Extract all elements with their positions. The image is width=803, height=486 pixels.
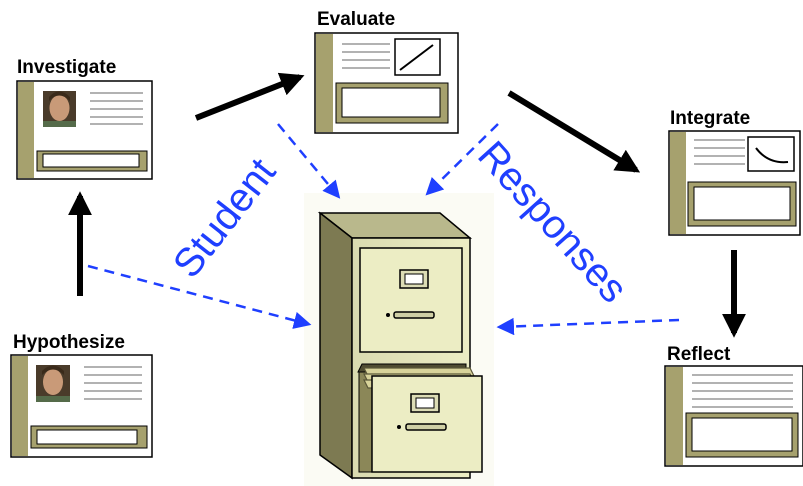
hypothesize-title: Hypothesize <box>13 332 125 353</box>
integrate-card <box>668 130 801 236</box>
investigate-title: Investigate <box>17 57 117 78</box>
integrate-title: Integrate <box>670 108 751 129</box>
evaluate-card <box>314 32 459 134</box>
arrow-investigate-to-cabinet <box>277 123 341 199</box>
arrow-investigate-to-evaluate <box>194 72 305 121</box>
student-portrait-icon <box>43 91 76 127</box>
arrow-hypothesize-to-cabinet <box>87 264 312 329</box>
hypothesize-card <box>10 354 153 458</box>
evaluate-title: Evaluate <box>317 9 396 30</box>
response-arrows <box>87 123 680 336</box>
curve-graph-icon <box>747 136 795 172</box>
text-lines <box>84 366 142 400</box>
student-portrait-icon <box>36 365 70 402</box>
reflect-card <box>664 365 803 467</box>
graph-icon <box>394 38 441 76</box>
arrow-evaluate-to-integrate <box>507 90 641 173</box>
reflect-title: Reflect <box>667 344 731 365</box>
investigate-card <box>16 80 153 180</box>
text-lines <box>90 92 143 125</box>
cycle-arrows <box>68 72 746 338</box>
arrow-integrate-to-cabinet <box>496 317 680 336</box>
text-lines <box>694 139 745 165</box>
text-lines <box>342 43 390 69</box>
text-lines <box>692 374 793 408</box>
file-cabinet-icon <box>304 193 494 486</box>
